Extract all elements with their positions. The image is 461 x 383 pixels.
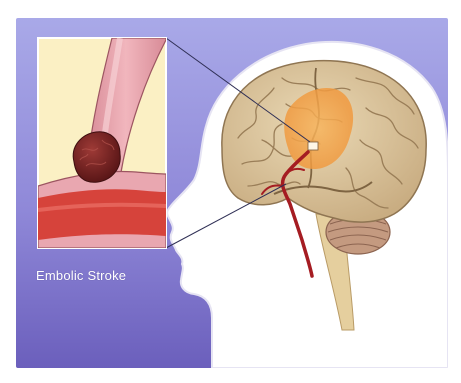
illustration (16, 18, 448, 368)
clot-location-marker (308, 142, 318, 150)
embolus-clot (73, 132, 120, 183)
bottom-margin (16, 368, 448, 383)
artery-inset (38, 38, 166, 248)
caption: Embolic Stroke (36, 268, 126, 283)
